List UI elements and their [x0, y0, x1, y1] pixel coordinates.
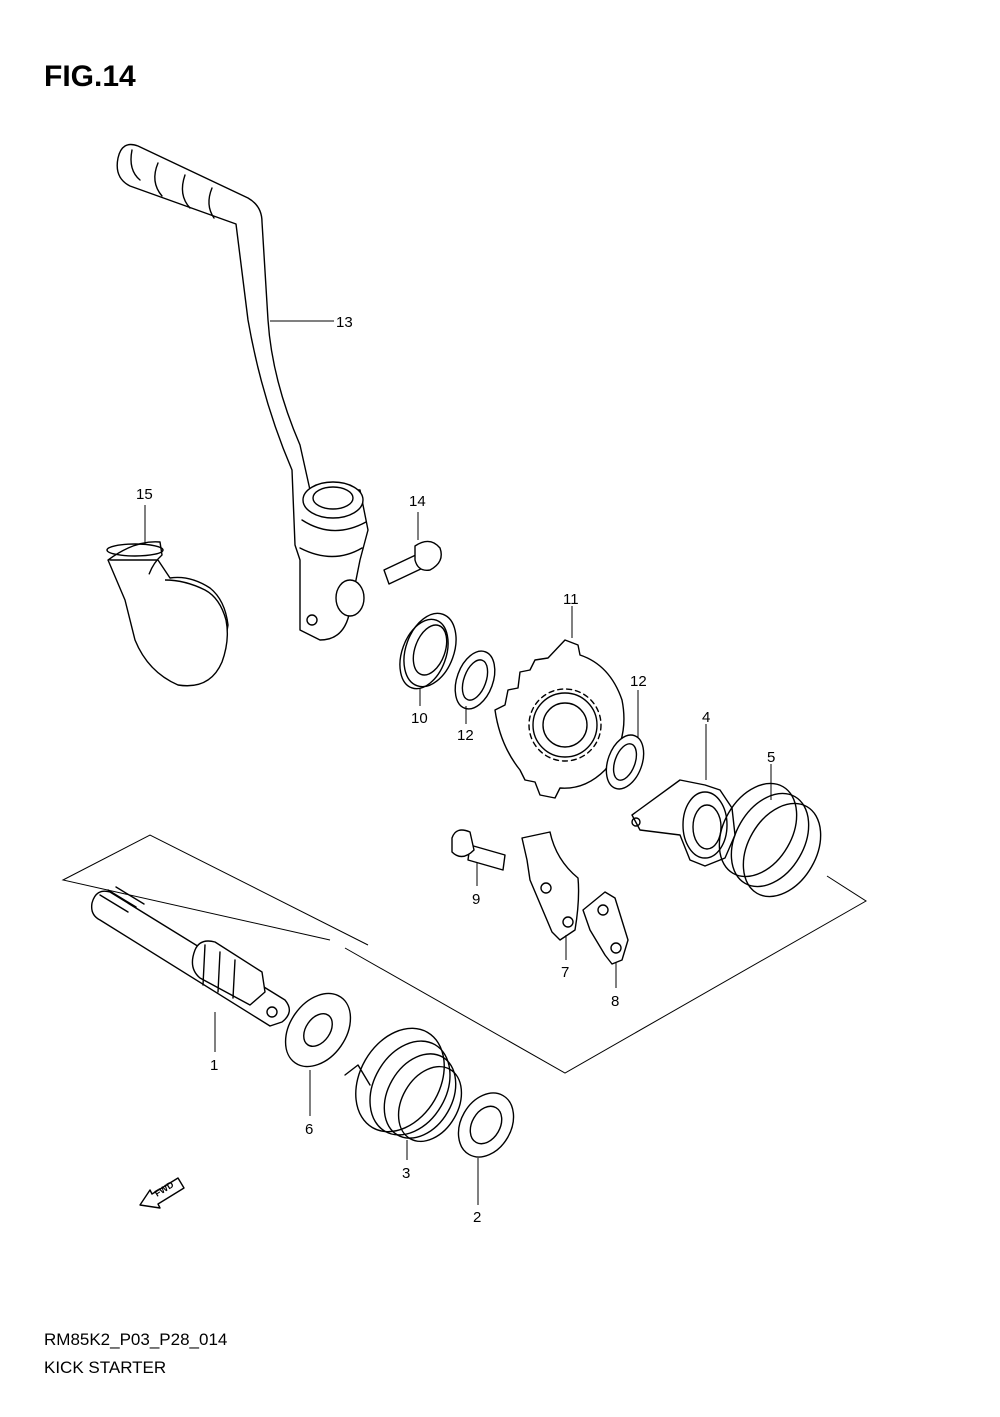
callout-1: 1 [210, 1057, 218, 1074]
callout-6: 6 [305, 1121, 313, 1138]
callout-3: 3 [402, 1165, 410, 1182]
diagram-code: RM85K2_P03_P28_014 [44, 1330, 228, 1349]
callout-14: 14 [409, 493, 426, 510]
kick-driven-gear-part-11[interactable] [494, 606, 625, 799]
spring-guide-part-2[interactable] [447, 1083, 524, 1205]
callout-11: 11 [563, 591, 579, 608]
callout-2: 2 [473, 1209, 481, 1226]
callout-9: 9 [472, 891, 480, 908]
stopper-plate-part-7[interactable] [521, 831, 580, 960]
callout-labels: 13 15 14 11 12 4 10 12 5 9 7 8 1 6 3 2 [136, 314, 775, 1226]
callout-5: 5 [767, 749, 775, 766]
kick-lever-part-13[interactable] [116, 143, 369, 641]
guide-bolt-part-9[interactable] [451, 829, 506, 886]
callout-15: 15 [136, 486, 153, 503]
kick-shaft-part-1[interactable] [90, 886, 290, 1052]
callout-10: 10 [411, 710, 428, 727]
fwd-arrow-icon: FWD [139, 1177, 185, 1209]
return-spring-part-3[interactable] [338, 1012, 474, 1160]
callout-12-lower: 12 [457, 727, 474, 744]
ratchet-part-4[interactable] [631, 724, 736, 867]
oil-seal-part-10[interactable] [391, 606, 466, 706]
callout-12-upper: 12 [630, 673, 647, 690]
lever-boot-part-15[interactable] [106, 505, 229, 687]
callout-4: 4 [702, 709, 710, 726]
washer-part-12-upper[interactable] [448, 646, 502, 724]
callout-13: 13 [336, 314, 353, 331]
lever-bolt-part-14[interactable] [383, 512, 442, 585]
assembly-frame [61, 834, 867, 1074]
guide-part-8[interactable] [582, 891, 629, 988]
ratchet-spring-part-5[interactable] [704, 764, 837, 910]
washer-part-6[interactable] [272, 981, 364, 1116]
callout-8: 8 [611, 993, 619, 1010]
diagram-name: KICK STARTER [44, 1358, 167, 1377]
washer-part-12-lower[interactable] [599, 690, 650, 794]
callout-7: 7 [561, 964, 569, 981]
figure-title: FIG.14 [44, 60, 136, 93]
